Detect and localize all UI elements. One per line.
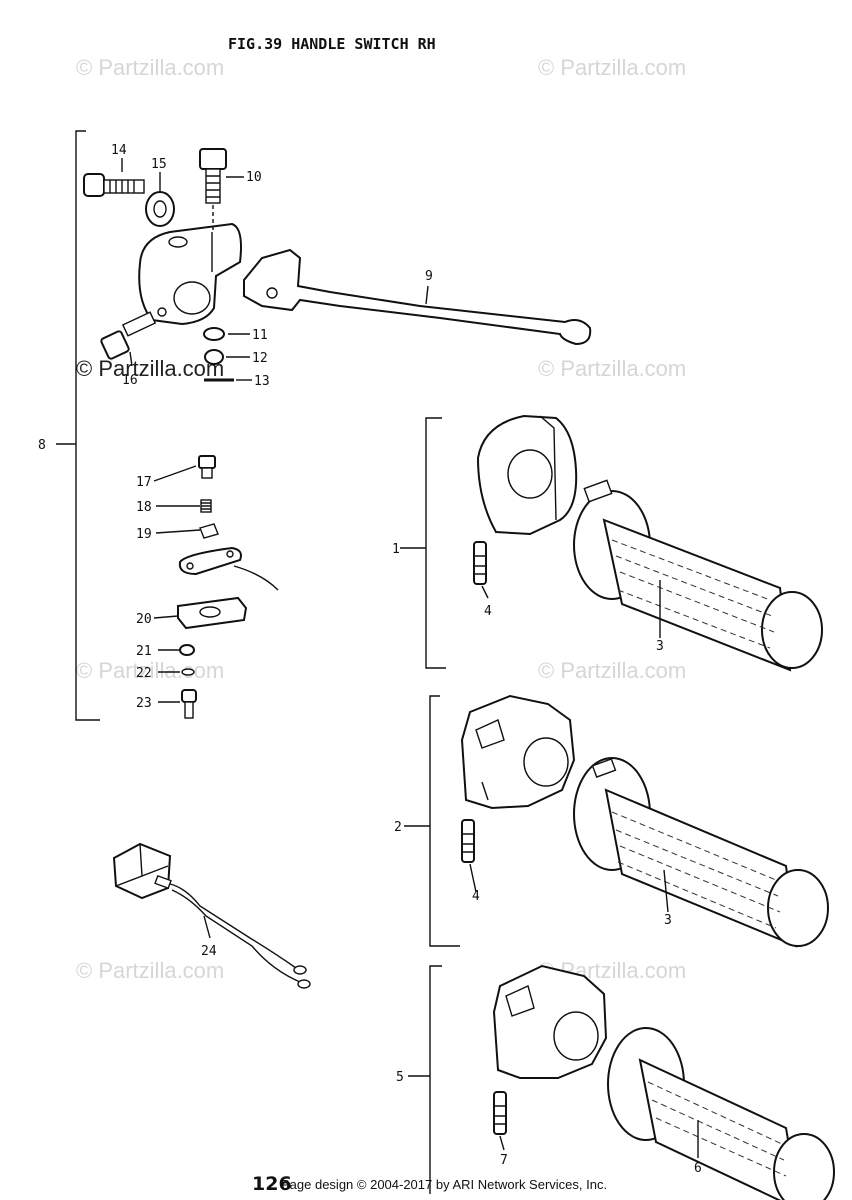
callout-15: 15 bbox=[151, 157, 167, 172]
callout-3: 3 bbox=[656, 639, 664, 654]
callout-18: 18 bbox=[136, 500, 152, 515]
part-3a-grip[interactable] bbox=[573, 479, 823, 672]
part-21-washer[interactable] bbox=[179, 644, 195, 656]
watermark: © Partzilla.com bbox=[538, 658, 686, 683]
part-3b-grip[interactable] bbox=[573, 757, 829, 948]
callout-8: 8 bbox=[38, 438, 46, 453]
leader-lines bbox=[121, 158, 699, 1158]
part-15-nut[interactable] bbox=[145, 191, 175, 227]
callout-16: 16 bbox=[122, 373, 138, 388]
watermark: © Partzilla.com bbox=[538, 55, 686, 80]
figure-title: FIG.39 HANDLE SWITCH RH bbox=[228, 35, 436, 53]
bracket-group-8 bbox=[56, 130, 100, 721]
callout-22: 22 bbox=[136, 666, 152, 681]
page-number: 126 bbox=[252, 1173, 292, 1195]
part-switch-plate-wire[interactable] bbox=[178, 546, 279, 591]
part-12-nut[interactable] bbox=[204, 349, 224, 365]
bracket-group-1 bbox=[400, 417, 446, 669]
callout-24: 24 bbox=[201, 944, 217, 959]
callout-4: 4 bbox=[484, 604, 492, 619]
callout-19: 19 bbox=[136, 527, 152, 542]
callout-10: 10 bbox=[246, 170, 262, 185]
callout-1: 1 bbox=[392, 542, 400, 557]
part-6-grip[interactable] bbox=[607, 1027, 835, 1200]
part-14-bolt[interactable] bbox=[83, 173, 145, 197]
part-22-washer[interactable] bbox=[181, 668, 195, 676]
callout-20: 20 bbox=[136, 612, 152, 627]
callout-9: 9 bbox=[425, 269, 433, 284]
callout-5: 5 bbox=[396, 1070, 404, 1085]
part-1-switch-housing[interactable] bbox=[476, 414, 578, 536]
part-4b-screw[interactable] bbox=[461, 819, 475, 863]
part-20-switch-body[interactable] bbox=[177, 596, 248, 630]
lever-holder[interactable] bbox=[138, 222, 242, 326]
bracket-group-5 bbox=[408, 965, 442, 1194]
callout-2: 2 bbox=[394, 820, 402, 835]
callout-7: 7 bbox=[500, 1153, 508, 1168]
part-4a-screw[interactable] bbox=[473, 541, 487, 585]
callout-14: 14 bbox=[111, 143, 127, 158]
watermark: © Partzilla.com bbox=[76, 958, 224, 983]
watermark-dark: © Partzilla.com bbox=[76, 356, 224, 381]
watermark: © Partzilla.com bbox=[76, 55, 224, 80]
part-2-switch-housing[interactable] bbox=[460, 694, 576, 810]
part-10-bolt[interactable] bbox=[199, 148, 227, 204]
callout-17: 17 bbox=[136, 475, 152, 490]
part-23-screw[interactable] bbox=[181, 689, 197, 719]
callout-11: 11 bbox=[252, 328, 268, 343]
part-11-washer[interactable] bbox=[203, 327, 225, 341]
part-9-lever[interactable] bbox=[243, 248, 592, 346]
part-16-bolt[interactable] bbox=[100, 311, 157, 360]
part-24-connector-harness[interactable] bbox=[112, 842, 311, 989]
watermark: © Partzilla.com bbox=[538, 356, 686, 381]
part-7-screw[interactable] bbox=[493, 1091, 507, 1135]
callout-12: 12 bbox=[252, 351, 268, 366]
part-19-plate[interactable] bbox=[199, 523, 219, 539]
callout-4: 4 bbox=[472, 889, 480, 904]
callout-3: 3 bbox=[664, 913, 672, 928]
part-17-screw[interactable] bbox=[198, 455, 216, 479]
part-18-spring[interactable] bbox=[200, 499, 212, 513]
watermark: © Partzilla.com bbox=[76, 658, 224, 683]
callout-23: 23 bbox=[136, 696, 152, 711]
callout-13: 13 bbox=[254, 374, 270, 389]
callout-6: 6 bbox=[694, 1161, 702, 1176]
callout-21: 21 bbox=[136, 644, 152, 659]
part-5-switch-housing[interactable] bbox=[492, 964, 608, 1079]
bracket-group-2 bbox=[404, 695, 460, 947]
copyright-footer: Page design © 2004-2017 by ARI Network S… bbox=[281, 1177, 607, 1192]
